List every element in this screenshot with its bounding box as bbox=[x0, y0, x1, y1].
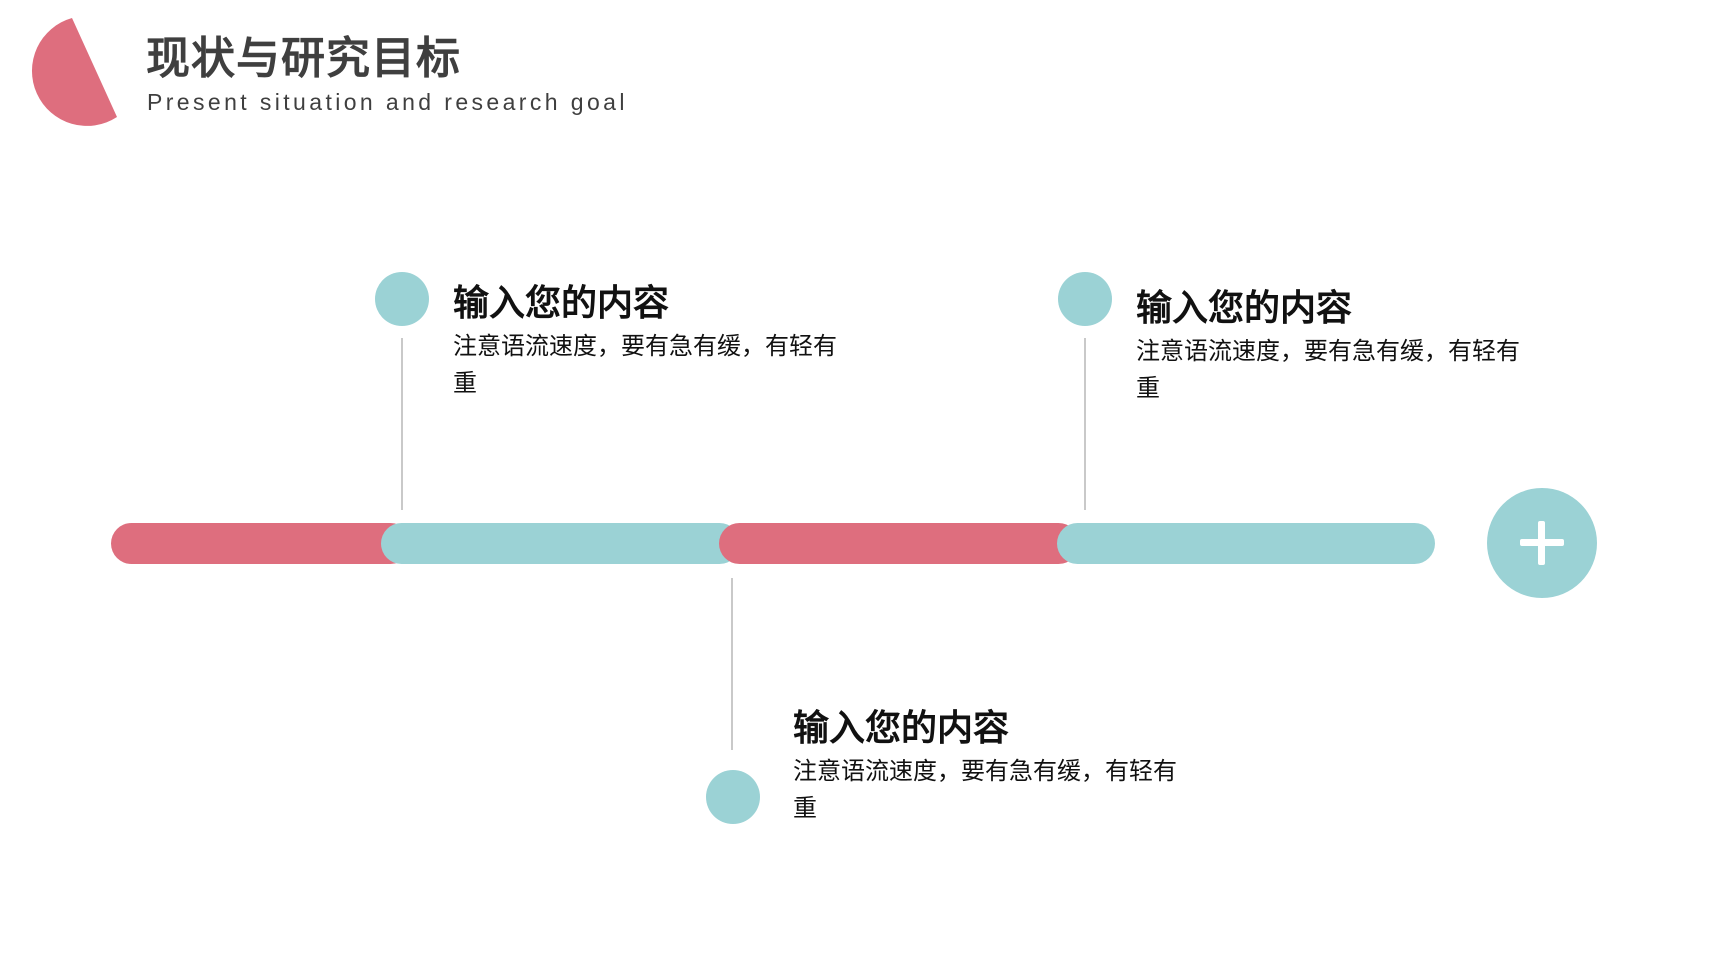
add-button[interactable] bbox=[1487, 488, 1597, 598]
milestone-dot-2 bbox=[1058, 272, 1112, 326]
timeline-item-title: 输入您的内容 bbox=[453, 283, 670, 324]
connector-line-2 bbox=[1084, 338, 1086, 510]
timeline-item-title: 输入您的内容 bbox=[1136, 288, 1353, 329]
timeline-item-title: 输入您的内容 bbox=[793, 708, 1010, 749]
timeline-segment-2 bbox=[381, 523, 740, 564]
timeline-item-body: 注意语流速度，要有急有缓，有轻有重 bbox=[453, 332, 837, 397]
page-title: 现状与研究目标 bbox=[146, 33, 461, 84]
header-decoration-shape bbox=[31, 18, 118, 126]
milestone-dot-3 bbox=[706, 770, 760, 824]
timeline-segment-4 bbox=[1057, 523, 1435, 564]
timeline-item-body: 注意语流速度，要有急有缓，有轻有重 bbox=[1136, 337, 1520, 402]
connector-line-3 bbox=[731, 578, 733, 750]
connector-line-1 bbox=[401, 338, 403, 510]
timeline-segment-1 bbox=[111, 523, 411, 564]
page-subtitle: Present situation and research goal bbox=[147, 89, 628, 115]
timeline-segment-3 bbox=[719, 523, 1079, 564]
timeline-item-body: 注意语流速度，要有急有缓，有轻有重 bbox=[793, 757, 1177, 822]
milestone-dot-1 bbox=[375, 272, 429, 326]
